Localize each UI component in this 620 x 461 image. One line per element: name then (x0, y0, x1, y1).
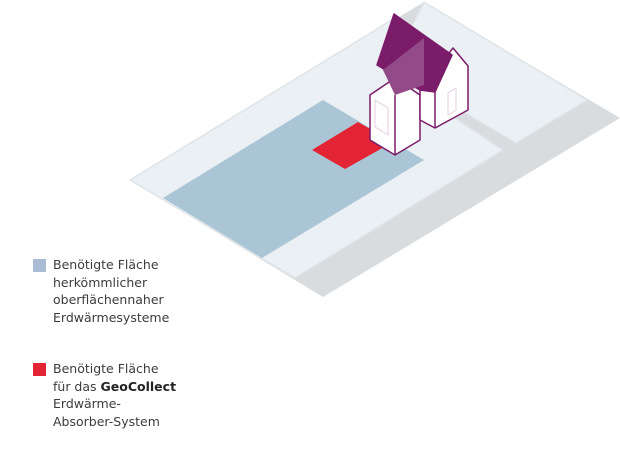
legend-swatch-blue (33, 259, 46, 272)
legend-text-line2: für das GeoCollect (53, 378, 176, 396)
legend-text: Benötigte Fläche (53, 361, 159, 376)
roof-front (383, 38, 424, 95)
brand-name: GeoCollect (100, 378, 177, 394)
legend-text: Absorber-System (53, 413, 160, 429)
legend-text: Benötigte Fläche (53, 257, 159, 272)
plot-upper-lot (409, 0, 589, 144)
legend-item-conventional: Benötigte Fläche herkömmlicher oberfläch… (33, 256, 169, 326)
legend-text: für das (53, 378, 101, 394)
house (369, 13, 469, 156)
legend-swatch-red (33, 363, 46, 376)
legend-text: Erdwärmesysteme (53, 309, 170, 325)
legend-text: herkömmlicher (53, 274, 148, 290)
door-right (447, 87, 457, 116)
legend-item-geocollect: Benötigte Fläche für das GeoCollect Erdw… (33, 360, 176, 430)
door-left (374, 99, 389, 136)
legend-text: oberflächennaher (53, 292, 164, 307)
legend-text: Erdwärme- (53, 396, 121, 411)
